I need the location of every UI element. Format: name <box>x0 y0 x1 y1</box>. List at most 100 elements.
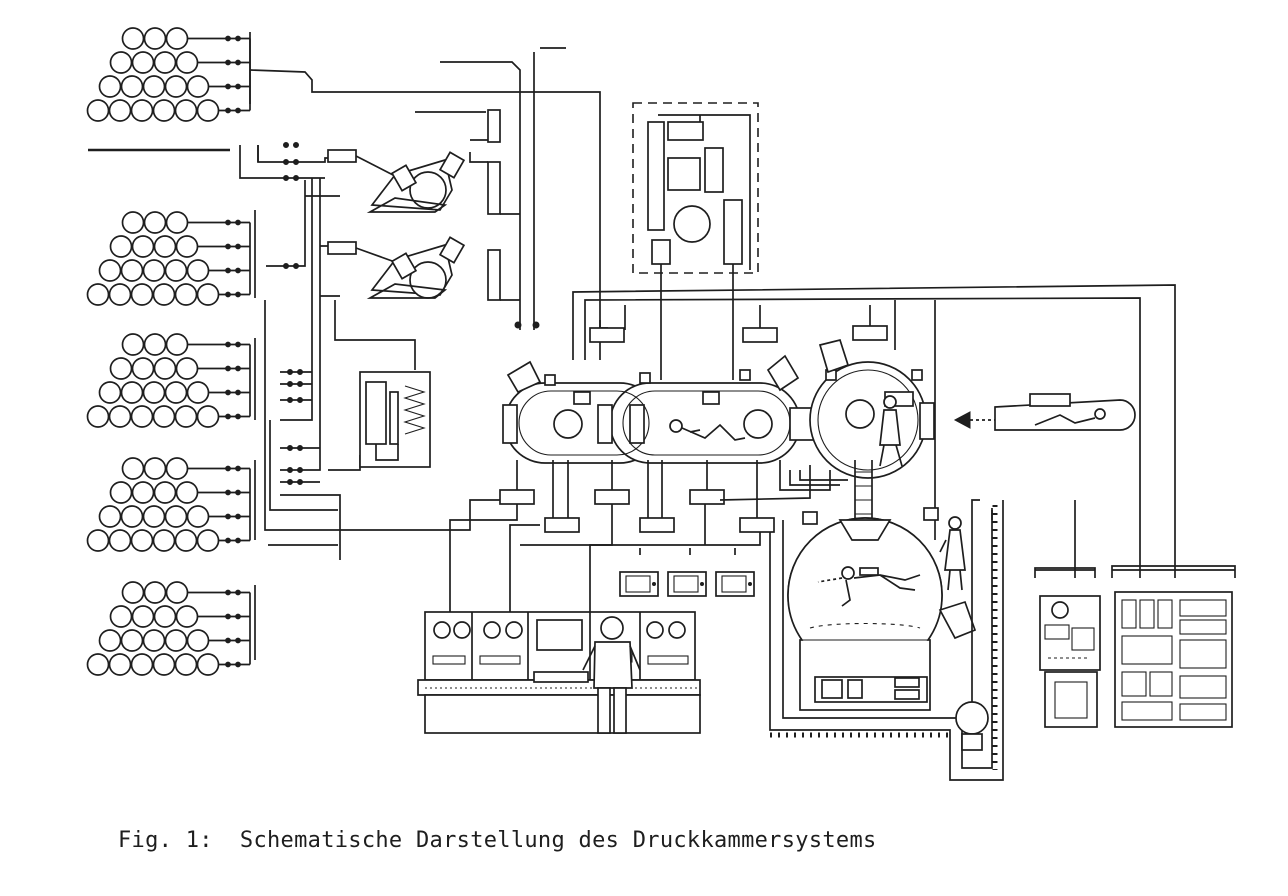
gas-cylinder <box>108 653 132 676</box>
gas-analysis-unit-icon <box>632 102 759 380</box>
gas-cylinder <box>98 629 122 652</box>
gas-cylinder <box>175 235 199 258</box>
gas-cylinder <box>131 51 155 74</box>
gas-cylinder <box>186 259 210 282</box>
gas-cylinder <box>143 457 167 480</box>
gas-cylinder <box>165 333 189 356</box>
gas-cylinder <box>174 529 198 552</box>
compressor-icon <box>327 109 501 215</box>
gas-cylinder <box>196 653 220 676</box>
electrical-cabinet-icon <box>1039 595 1101 728</box>
gas-cylinder <box>175 51 199 74</box>
compressor-icon <box>327 213 520 301</box>
gas-cylinder <box>121 333 145 356</box>
heat-exchanger-icon <box>359 371 431 468</box>
diver-icon <box>817 566 921 607</box>
operator-icon <box>939 516 966 591</box>
monitor-icon <box>715 571 755 597</box>
gas-cylinder <box>142 259 166 282</box>
gas-cylinder-bank-icon <box>86 211 251 306</box>
gas-cylinder <box>121 211 145 234</box>
gas-cylinder <box>143 333 167 356</box>
gas-cylinder <box>143 211 167 234</box>
gas-cylinder <box>120 75 144 98</box>
gas-cylinder <box>164 629 188 652</box>
gas-cylinder <box>130 405 154 428</box>
control-boxes-top <box>589 325 888 343</box>
electrical-cabinet-icon <box>1034 565 1236 728</box>
gas-cylinder <box>108 405 132 428</box>
deck-chamber-icon <box>502 354 801 464</box>
gas-cylinder <box>196 529 220 552</box>
transfer-capsule-icon <box>953 393 1136 431</box>
gas-cylinder <box>131 357 155 380</box>
gas-cylinder <box>152 99 176 122</box>
gas-manifold-lines <box>88 32 601 660</box>
figure-label: Fig. 1: <box>118 828 213 853</box>
gas-cylinder <box>164 259 188 282</box>
gas-cylinder <box>143 581 167 604</box>
gas-cylinder <box>120 259 144 282</box>
gas-cylinder-bank-icon <box>86 27 251 122</box>
patient-icon <box>669 419 746 441</box>
gas-cylinder <box>142 75 166 98</box>
wet-pot-chamber-icon <box>787 507 977 711</box>
gas-cylinder <box>86 283 110 306</box>
gas-cylinder <box>165 27 189 50</box>
gas-cylinder <box>164 75 188 98</box>
gas-cylinder <box>153 235 177 258</box>
gas-cylinder <box>142 629 166 652</box>
gas-cylinder <box>121 457 145 480</box>
gas-cylinder <box>153 481 177 504</box>
gas-cylinder <box>130 529 154 552</box>
gas-cylinder <box>164 505 188 528</box>
gas-cylinder <box>175 605 199 628</box>
gas-cylinder <box>86 653 110 676</box>
valves <box>283 142 540 485</box>
gas-cylinder <box>196 99 220 122</box>
gas-cylinder <box>164 381 188 404</box>
gas-cylinder-banks <box>86 27 251 676</box>
gas-cylinder <box>130 283 154 306</box>
gas-cylinder <box>174 405 198 428</box>
gas-cylinder <box>130 653 154 676</box>
gas-cylinder <box>86 529 110 552</box>
operator-icon <box>582 616 641 734</box>
gas-cylinder <box>142 505 166 528</box>
gas-cylinder <box>109 51 133 74</box>
gas-cylinder <box>165 581 189 604</box>
gas-cylinder <box>186 381 210 404</box>
gas-cylinder <box>152 405 176 428</box>
gas-cylinder <box>121 581 145 604</box>
gas-cylinder <box>165 211 189 234</box>
gas-cylinder <box>108 529 132 552</box>
gas-cylinder <box>153 605 177 628</box>
gas-cylinder <box>131 235 155 258</box>
figure-caption: Fig. 1: Schematische Darstellung des Dru… <box>118 828 877 853</box>
gas-cylinder-bank-icon <box>86 333 251 428</box>
gas-cylinder <box>152 529 176 552</box>
gas-cylinder <box>121 27 145 50</box>
gas-cylinder <box>108 99 132 122</box>
gas-cylinder <box>152 653 176 676</box>
gas-cylinder <box>109 235 133 258</box>
gas-cylinder <box>120 505 144 528</box>
gas-cylinder <box>98 381 122 404</box>
gas-cylinder <box>142 381 166 404</box>
gas-cylinder <box>152 283 176 306</box>
gas-cylinder <box>98 75 122 98</box>
operator-icon <box>879 395 903 467</box>
gas-cylinder <box>153 51 177 74</box>
entry-lock-chamber-icon <box>809 338 935 540</box>
gas-cylinder <box>86 99 110 122</box>
gas-cylinder <box>109 605 133 628</box>
gas-cylinder <box>186 75 210 98</box>
gas-cylinder <box>86 405 110 428</box>
gas-cylinder <box>175 357 199 380</box>
gas-cylinder <box>131 605 155 628</box>
gas-cylinder <box>143 27 167 50</box>
gas-cylinder-bank-icon <box>86 457 251 552</box>
gas-cylinder <box>130 99 154 122</box>
control-boxes-lower <box>499 489 775 533</box>
gas-cylinder <box>108 283 132 306</box>
